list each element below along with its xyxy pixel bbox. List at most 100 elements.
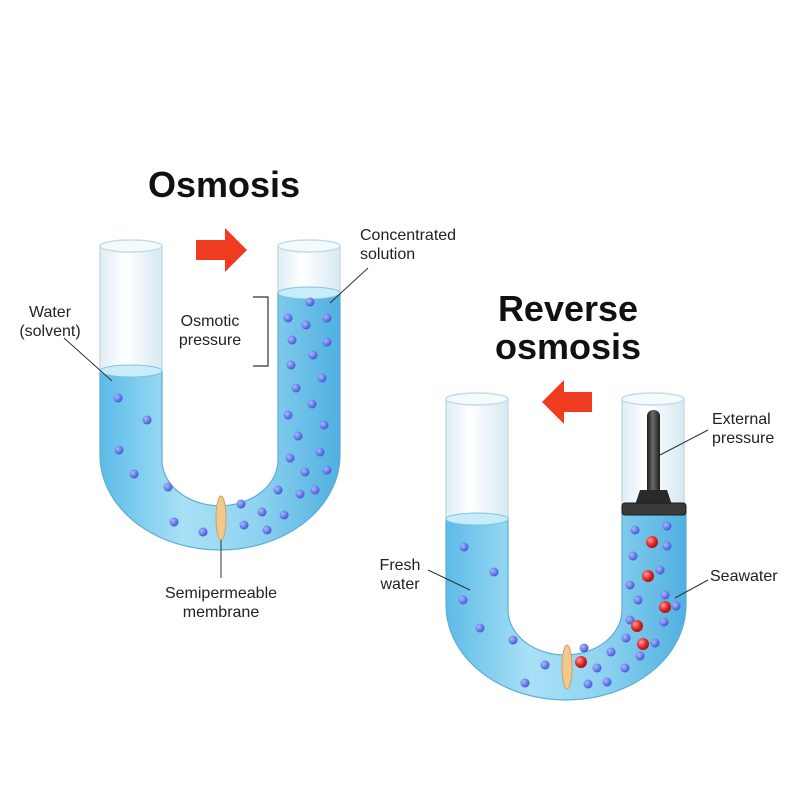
concentrated-label-line1: Concentrated (360, 227, 457, 244)
external-pressure-leader-line (659, 429, 709, 456)
seawater-label: Seawater (710, 567, 778, 586)
molecule (625, 615, 635, 625)
molecule (317, 373, 327, 383)
fresh-label-line2: water (380, 576, 420, 593)
molecule (273, 485, 283, 495)
molecule (305, 297, 315, 307)
seawater-label-text: Seawater (710, 568, 778, 585)
osmosis-membrane (215, 495, 227, 541)
reverse-osmosis-title-line1: Reverse (497, 288, 639, 329)
molecule (163, 482, 173, 492)
external-pressure-label: External pressure (712, 410, 774, 448)
molecule (283, 410, 293, 420)
osmosis-left-water-surface (99, 364, 163, 378)
molecule (602, 677, 612, 687)
molecule (293, 431, 303, 441)
molecule (315, 447, 325, 457)
arrow-right-icon (196, 228, 247, 272)
molecule (114, 445, 124, 455)
fresh-water-label: Fresh water (372, 556, 428, 594)
molecule (322, 337, 332, 347)
reverse-left-water-surface (445, 512, 509, 526)
salt-particles (575, 536, 671, 668)
reverse-osmosis-title-line2: osmosis (494, 325, 642, 367)
concentrated-solution-label: Concentrated solution (360, 226, 456, 264)
molecule (662, 521, 672, 531)
molecule (285, 453, 295, 463)
piston-cap (635, 490, 672, 505)
salt-particle (646, 536, 658, 548)
concentrated-leader-line (329, 267, 369, 304)
osmotic-pressure-bracket (253, 296, 269, 367)
molecule (239, 520, 249, 530)
molecule (291, 383, 301, 393)
salt-particle (575, 656, 587, 668)
molecule (620, 663, 630, 673)
molecule (630, 525, 640, 535)
molecule (257, 507, 267, 517)
osmosis-right-water-surface (277, 286, 341, 300)
salt-particle (631, 620, 643, 632)
reverse-molecules (458, 521, 681, 689)
seawater-leader-line (674, 579, 709, 599)
osmosis-left-tube-glass (99, 245, 163, 372)
molecule (625, 580, 635, 590)
molecule (475, 623, 485, 633)
water-leader-line (63, 337, 113, 382)
molecule (520, 678, 530, 688)
molecule (286, 360, 296, 370)
reverse-water-body (445, 511, 687, 701)
molecule (671, 601, 681, 611)
membrane-label-line2: membrane (182, 604, 260, 621)
osmotic-label-line1: Osmotic (180, 313, 240, 330)
osmosis-title: Osmosis (148, 164, 301, 205)
reverse-membrane (561, 644, 573, 690)
external-label-line2: pressure (712, 430, 775, 447)
osmosis-u-tube (63, 228, 369, 578)
osmosis-right-tube-rim (277, 239, 341, 253)
concentrated-label-line2: solution (360, 246, 416, 263)
fresh-label-line1: Fresh (379, 557, 421, 574)
molecule (301, 320, 311, 330)
molecule (583, 679, 593, 689)
molecule (283, 313, 293, 323)
reverse-osmosis-title: Reverse osmosis (488, 290, 648, 366)
molecule (236, 499, 246, 509)
molecule (262, 525, 272, 535)
water-solvent-label: Water (solvent) (14, 303, 86, 341)
molecule (113, 393, 123, 403)
molecule (300, 467, 310, 477)
molecule (295, 489, 305, 499)
molecule (307, 399, 317, 409)
salt-particle (642, 570, 654, 582)
salt-particle (637, 638, 649, 650)
molecule (660, 590, 670, 600)
molecule (489, 567, 499, 577)
molecule (579, 643, 589, 653)
reverse-osmosis-u-tube (427, 380, 709, 701)
external-label-line1: External (712, 411, 771, 428)
molecule (606, 647, 616, 657)
molecule (142, 415, 152, 425)
salt-particle (659, 601, 671, 613)
molecule (129, 469, 139, 479)
molecule (198, 527, 208, 537)
reverse-right-tube-rim (621, 392, 685, 406)
osmosis-left-tube-rim (99, 239, 163, 253)
molecule (659, 617, 669, 627)
osmotic-label-line2: pressure (178, 332, 242, 349)
osmosis-water-body (99, 292, 341, 551)
molecule (319, 420, 329, 430)
molecule (322, 465, 332, 475)
molecule (592, 663, 602, 673)
water-label-line2: (solvent) (19, 323, 81, 340)
molecule (633, 595, 643, 605)
reverse-left-tube-rim (445, 392, 509, 406)
piston-plate (621, 502, 687, 516)
molecule (310, 485, 320, 495)
molecule (635, 651, 645, 661)
molecule (540, 660, 550, 670)
water-label-line1: Water (28, 304, 72, 321)
semipermeable-membrane-label: Semipermeable membrane (158, 584, 284, 622)
